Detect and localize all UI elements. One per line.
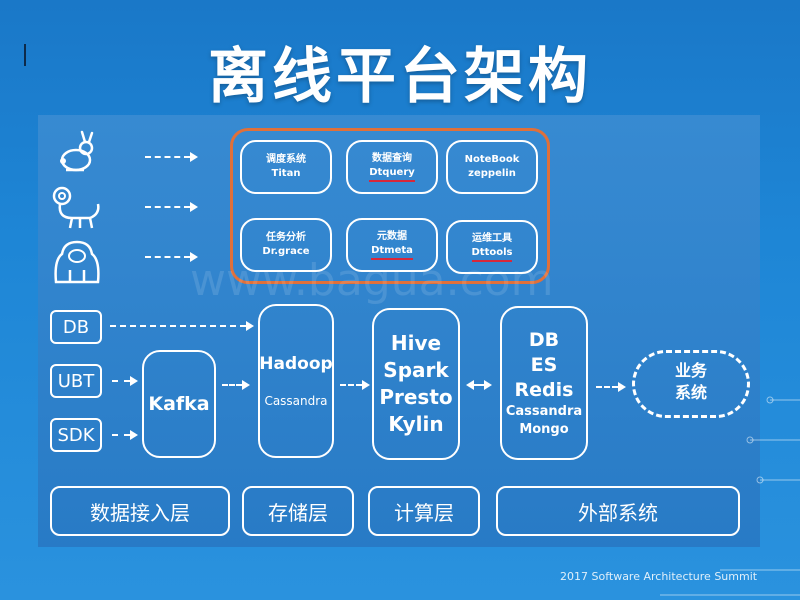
- tool-zeppelin[interactable]: NoteBook zeppelin: [446, 140, 538, 194]
- arrow-sdk-kafka: [112, 434, 130, 436]
- arrow-head: [130, 430, 138, 440]
- compute-node[interactable]: Hive Spark Presto Kylin: [372, 308, 460, 460]
- source-sdk[interactable]: SDK: [50, 418, 102, 452]
- compute-hive: Hive: [390, 331, 442, 355]
- layer-storage[interactable]: 存储层: [242, 486, 354, 536]
- tool-sub: zeppelin: [468, 168, 516, 179]
- circuit-decoration: [660, 396, 800, 596]
- arrow-head: [190, 252, 198, 262]
- footer-text: 2017 Software Architecture Summit: [560, 570, 758, 583]
- tool-sub: Dttools: [471, 246, 513, 262]
- arrow-compute-external: [474, 384, 484, 386]
- arrow-external-business: [596, 386, 618, 388]
- cloud-line: 业务: [674, 361, 707, 380]
- tool-sub: Dr.grace: [262, 246, 310, 257]
- arrow-ubt-kafka: [112, 380, 130, 382]
- tool-drgrace[interactable]: 任务分析 Dr.grace: [240, 218, 332, 272]
- arrow-head: [190, 152, 198, 162]
- arrow-head: [190, 202, 198, 212]
- arrow-head: [242, 380, 250, 390]
- storage-node[interactable]: Hadoop Cassandra: [258, 304, 334, 458]
- tools-group-frame: [230, 128, 550, 284]
- page-title: 离线平台架构: [208, 42, 592, 112]
- external-mongo: Mongo: [519, 421, 569, 437]
- tool-name: 调度系统: [266, 154, 306, 165]
- arrow-head: [130, 376, 138, 386]
- tool-sub: Titan: [271, 168, 301, 179]
- compute-spark: Spark: [383, 358, 449, 382]
- layer-compute[interactable]: 计算层: [368, 486, 480, 536]
- watermark: www.bagua.com: [190, 255, 554, 306]
- external-node[interactable]: DB ES Redis Cassandra Mongo: [500, 306, 588, 460]
- external-es: ES: [530, 353, 558, 376]
- arrow-line: [145, 206, 190, 208]
- tool-name: 运维工具: [472, 233, 512, 244]
- compute-kylin: Kylin: [388, 412, 444, 436]
- tool-name: 元数据: [377, 231, 407, 242]
- hadoop-label: Hadoop: [259, 354, 333, 374]
- source-ubt[interactable]: UBT: [50, 364, 102, 398]
- gorilla-icon: [54, 240, 100, 284]
- cassandra-label: Cassandra: [264, 394, 328, 408]
- arrow-db-hadoop: [110, 325, 246, 327]
- monkey-icon: [52, 186, 100, 229]
- arrow-head: [362, 380, 370, 390]
- external-db: DB: [528, 328, 560, 351]
- tool-sub: Dtquery: [369, 166, 415, 182]
- tool-name: NoteBook: [464, 154, 520, 165]
- external-redis: Redis: [514, 378, 574, 401]
- arrow-head: [484, 380, 492, 390]
- tool-titan[interactable]: 调度系统 Titan: [240, 140, 332, 194]
- tool-sub: Dtmeta: [371, 244, 413, 260]
- cloud-label: 业务 系统: [632, 360, 750, 404]
- tool-name: 任务分析: [266, 232, 306, 243]
- arrow-head: [618, 382, 626, 392]
- arrow-line: [145, 256, 190, 258]
- layer-external[interactable]: 外部系统: [496, 486, 740, 536]
- layer-ingest[interactable]: 数据接入层: [50, 486, 230, 536]
- tool-dttools[interactable]: 运维工具 Dttools: [446, 220, 538, 274]
- arrow-head-left: [466, 380, 474, 390]
- cloud-line: 系统: [674, 383, 707, 402]
- arrow-kafka-hadoop: [222, 384, 242, 386]
- rabbit-icon: [60, 130, 94, 172]
- external-cassandra: Cassandra: [505, 403, 583, 419]
- business-cloud[interactable]: [632, 350, 750, 418]
- tool-name: 数据查询: [372, 153, 412, 164]
- source-db[interactable]: DB: [50, 310, 102, 344]
- arrow-head: [246, 321, 254, 331]
- text-cursor: [24, 44, 26, 66]
- arrow-line: [145, 156, 190, 158]
- tool-dtmeta[interactable]: 元数据 Dtmeta: [346, 218, 438, 272]
- compute-presto: Presto: [379, 385, 453, 409]
- tool-dtquery[interactable]: 数据查询 Dtquery: [346, 140, 438, 194]
- diagram-panel: [38, 115, 760, 547]
- arrow-storage-compute: [340, 384, 362, 386]
- kafka-node[interactable]: Kafka: [142, 350, 216, 458]
